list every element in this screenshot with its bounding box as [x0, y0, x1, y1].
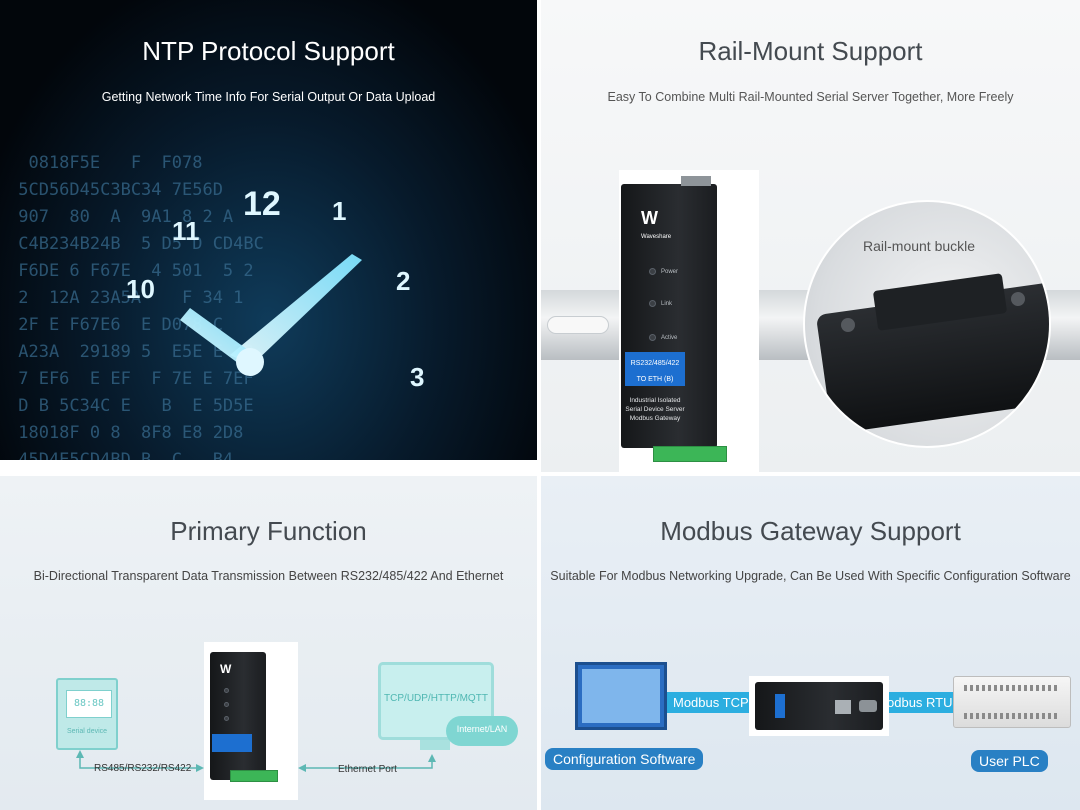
- clock-number-2: 2: [396, 266, 410, 296]
- cloud-label: Internet/LAN: [456, 724, 508, 734]
- device-desc-line-3: Modbus Gateway: [629, 415, 681, 422]
- arrow-up-icon: [76, 750, 84, 758]
- led-label-power: Power: [661, 269, 679, 275]
- screw-icon: [1011, 292, 1025, 306]
- ethernet-link-label: Ethernet Port: [338, 764, 397, 775]
- configuration-software-label: Configuration Software: [545, 748, 704, 770]
- primary-subtitle: Bi-Directional Transparent Data Transmis…: [33, 569, 504, 583]
- clock-number-11: 11: [172, 216, 200, 246]
- arrow-left-icon: [298, 764, 306, 772]
- led-label-link: Link: [661, 301, 673, 307]
- plc-terminal-row: [964, 685, 1060, 691]
- waveshare-logo-icon: W: [220, 662, 232, 676]
- hex-background: 0818F5E F F078 5CD56D45C3BC34 7E56D 907 …: [18, 153, 264, 460]
- monitor-icon: TCP/UDP/HTTP/MQTT: [378, 662, 494, 740]
- primary-panel: Primary Function Bi-Directional Transpar…: [0, 476, 537, 810]
- modbus-panel: Modbus Gateway Support Suitable For Modb…: [541, 476, 1080, 810]
- link-led-icon: [649, 300, 656, 307]
- device-port-label-block: [212, 734, 252, 752]
- monitor-label: TCP/UDP/HTTP/MQTT: [384, 693, 488, 704]
- primary-title: Primary Function: [170, 516, 367, 546]
- serial-link-label: RS485/RS232/RS422: [94, 763, 192, 774]
- terminal-block: [230, 770, 278, 782]
- link-led-icon: [224, 702, 229, 707]
- device-desc-line-1: Industrial Isolated: [629, 397, 681, 404]
- clock-illustration: 12 11 1 10 2 3: [126, 185, 424, 392]
- power-led-icon: [649, 268, 656, 275]
- ntp-panel: 0818F5E F F078 5CD56D45C3BC34 7E56D 907 …: [0, 0, 537, 460]
- buckle-zoom-circle: [803, 200, 1051, 448]
- serial-server-device: W Waveshare Power Link Active RS232/485/…: [621, 184, 717, 448]
- user-plc-label: User PLC: [971, 750, 1048, 772]
- led-label-active: Active: [661, 335, 678, 341]
- serial-display: 88:88: [66, 690, 112, 718]
- clock-number-12: 12: [243, 185, 281, 223]
- arrow-up-icon: [428, 754, 436, 762]
- configuration-software-screen: [575, 662, 667, 730]
- clock-number-10: 10: [126, 274, 155, 304]
- clock-number-1: 1: [332, 196, 346, 226]
- gateway-device: [755, 682, 883, 730]
- active-led-icon: [224, 716, 229, 721]
- rail-title: Rail-Mount Support: [698, 36, 923, 66]
- ntp-title: NTP Protocol Support: [142, 36, 395, 66]
- serial-device-label: Serial device: [66, 728, 108, 735]
- monitor-stand: [420, 740, 450, 750]
- buckle-label: Rail-mount buckle: [863, 238, 976, 254]
- clock-minute-hand: [230, 254, 362, 365]
- device-port-label-block: RS232/485/422 TO ETH (B): [625, 352, 685, 386]
- device-port-label-block: [775, 694, 785, 718]
- db9-port-icon: [859, 700, 877, 712]
- serial-link-line: [79, 754, 200, 769]
- serial-device-icon: 88:88 Serial device: [56, 678, 118, 750]
- din-rail-slot: [547, 316, 609, 334]
- terminal-block: [653, 446, 727, 462]
- modbus-rtu-label: odbus RTU: [881, 692, 959, 713]
- gateway-device-photo: [749, 676, 889, 736]
- screw-icon: [841, 318, 855, 332]
- device-brand: Waveshare: [641, 234, 672, 240]
- plc-terminal-row: [964, 713, 1060, 719]
- clock-center: [236, 348, 264, 376]
- cloud-icon: Internet/LAN: [446, 716, 518, 746]
- serial-server-device: W: [210, 652, 266, 780]
- power-led-icon: [224, 688, 229, 693]
- ethernet-port-icon: [835, 700, 851, 714]
- connection-arrows: [76, 750, 436, 772]
- clock-number-3: 3: [410, 362, 424, 392]
- rail-panel: Rail-Mount Support Easy To Combine Multi…: [541, 0, 1080, 472]
- modbus-tcp-label: Modbus TCP: [667, 692, 755, 713]
- ntp-subtitle: Getting Network Time Info For Serial Out…: [101, 90, 436, 104]
- arrow-right-icon: [196, 764, 204, 772]
- rail-subtitle: Easy To Combine Multi Rail-Mounted Seria…: [607, 90, 1014, 104]
- modbus-subtitle: Suitable For Modbus Networking Upgrade, …: [550, 569, 1071, 583]
- plc-device-icon: [953, 676, 1071, 728]
- modbus-title: Modbus Gateway Support: [660, 516, 961, 546]
- device-eth-label: TO ETH (B): [636, 376, 674, 383]
- device-desc-line-2: Serial Device Server: [625, 406, 685, 413]
- db9-connector: [681, 176, 711, 186]
- device-port-label: RS232/485/422: [630, 360, 680, 367]
- waveshare-logo-icon: W: [641, 208, 658, 228]
- device-description: Industrial Isolated Serial Device Server…: [623, 396, 687, 423]
- active-led-icon: [649, 334, 656, 341]
- software-window: [582, 669, 660, 723]
